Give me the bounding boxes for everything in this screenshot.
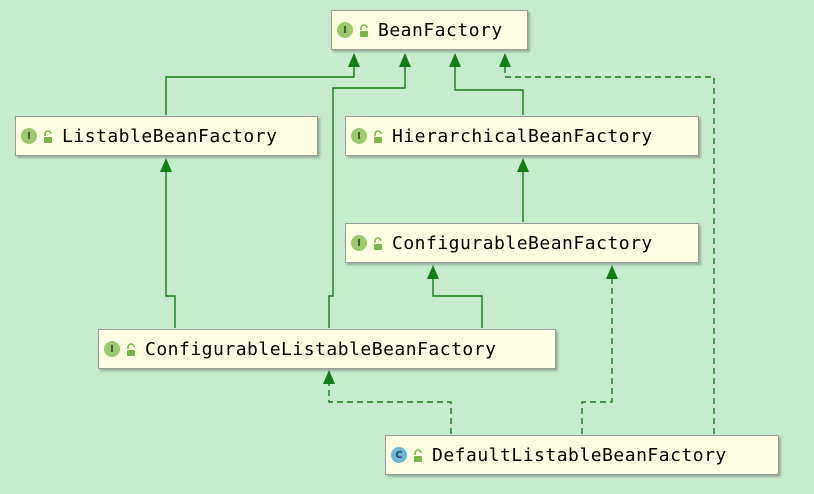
edge-configurablelistable-to-beanfactory — [328, 53, 411, 328]
node-label: ListableBeanFactory — [62, 125, 278, 147]
node-configurable-bean-factory[interactable]: I ConfigurableBeanFactory — [345, 223, 699, 263]
node-label: ConfigurableBeanFactory — [392, 232, 653, 254]
edge-default-to-configurablelistable — [323, 370, 452, 434]
public-access-lock-icon — [358, 23, 370, 37]
edge-default-to-configurable — [581, 265, 618, 434]
interface-icon: I — [337, 22, 353, 38]
edge-hierarchical-to-beanfactory — [449, 53, 524, 115]
interface-icon: I — [104, 341, 120, 357]
interface-icon: I — [351, 235, 367, 251]
edge-configurable-to-hierarchical — [517, 158, 529, 222]
public-access-lock-icon — [412, 448, 424, 462]
public-access-lock-icon — [372, 129, 384, 143]
class-icon: C — [391, 447, 407, 463]
edge-configurablelistable-to-configurable — [427, 265, 483, 328]
node-label: ConfigurableListableBeanFactory — [145, 338, 497, 360]
node-label: HierarchicalBeanFactory — [392, 125, 653, 147]
node-listable-bean-factory[interactable]: I ListableBeanFactory — [15, 116, 318, 156]
edge-configurablelistable-to-listable — [160, 158, 176, 328]
interface-icon: I — [351, 128, 367, 144]
node-hierarchical-bean-factory[interactable]: I HierarchicalBeanFactory — [345, 116, 699, 156]
edge-default-to-beanfactory — [499, 53, 715, 434]
public-access-lock-icon — [125, 342, 137, 356]
node-configurable-listable-bean-factory[interactable]: I ConfigurableListableBeanFactory — [98, 329, 556, 369]
interface-icon: I — [21, 128, 37, 144]
node-label: DefaultListableBeanFactory — [432, 444, 727, 466]
node-label: BeanFactory — [378, 19, 503, 41]
node-default-listable-bean-factory[interactable]: C DefaultListableBeanFactory — [385, 435, 779, 475]
public-access-lock-icon — [372, 236, 384, 250]
edge-listable-to-beanfactory — [165, 53, 360, 115]
node-bean-factory[interactable]: I BeanFactory — [331, 10, 528, 50]
public-access-lock-icon — [42, 129, 54, 143]
